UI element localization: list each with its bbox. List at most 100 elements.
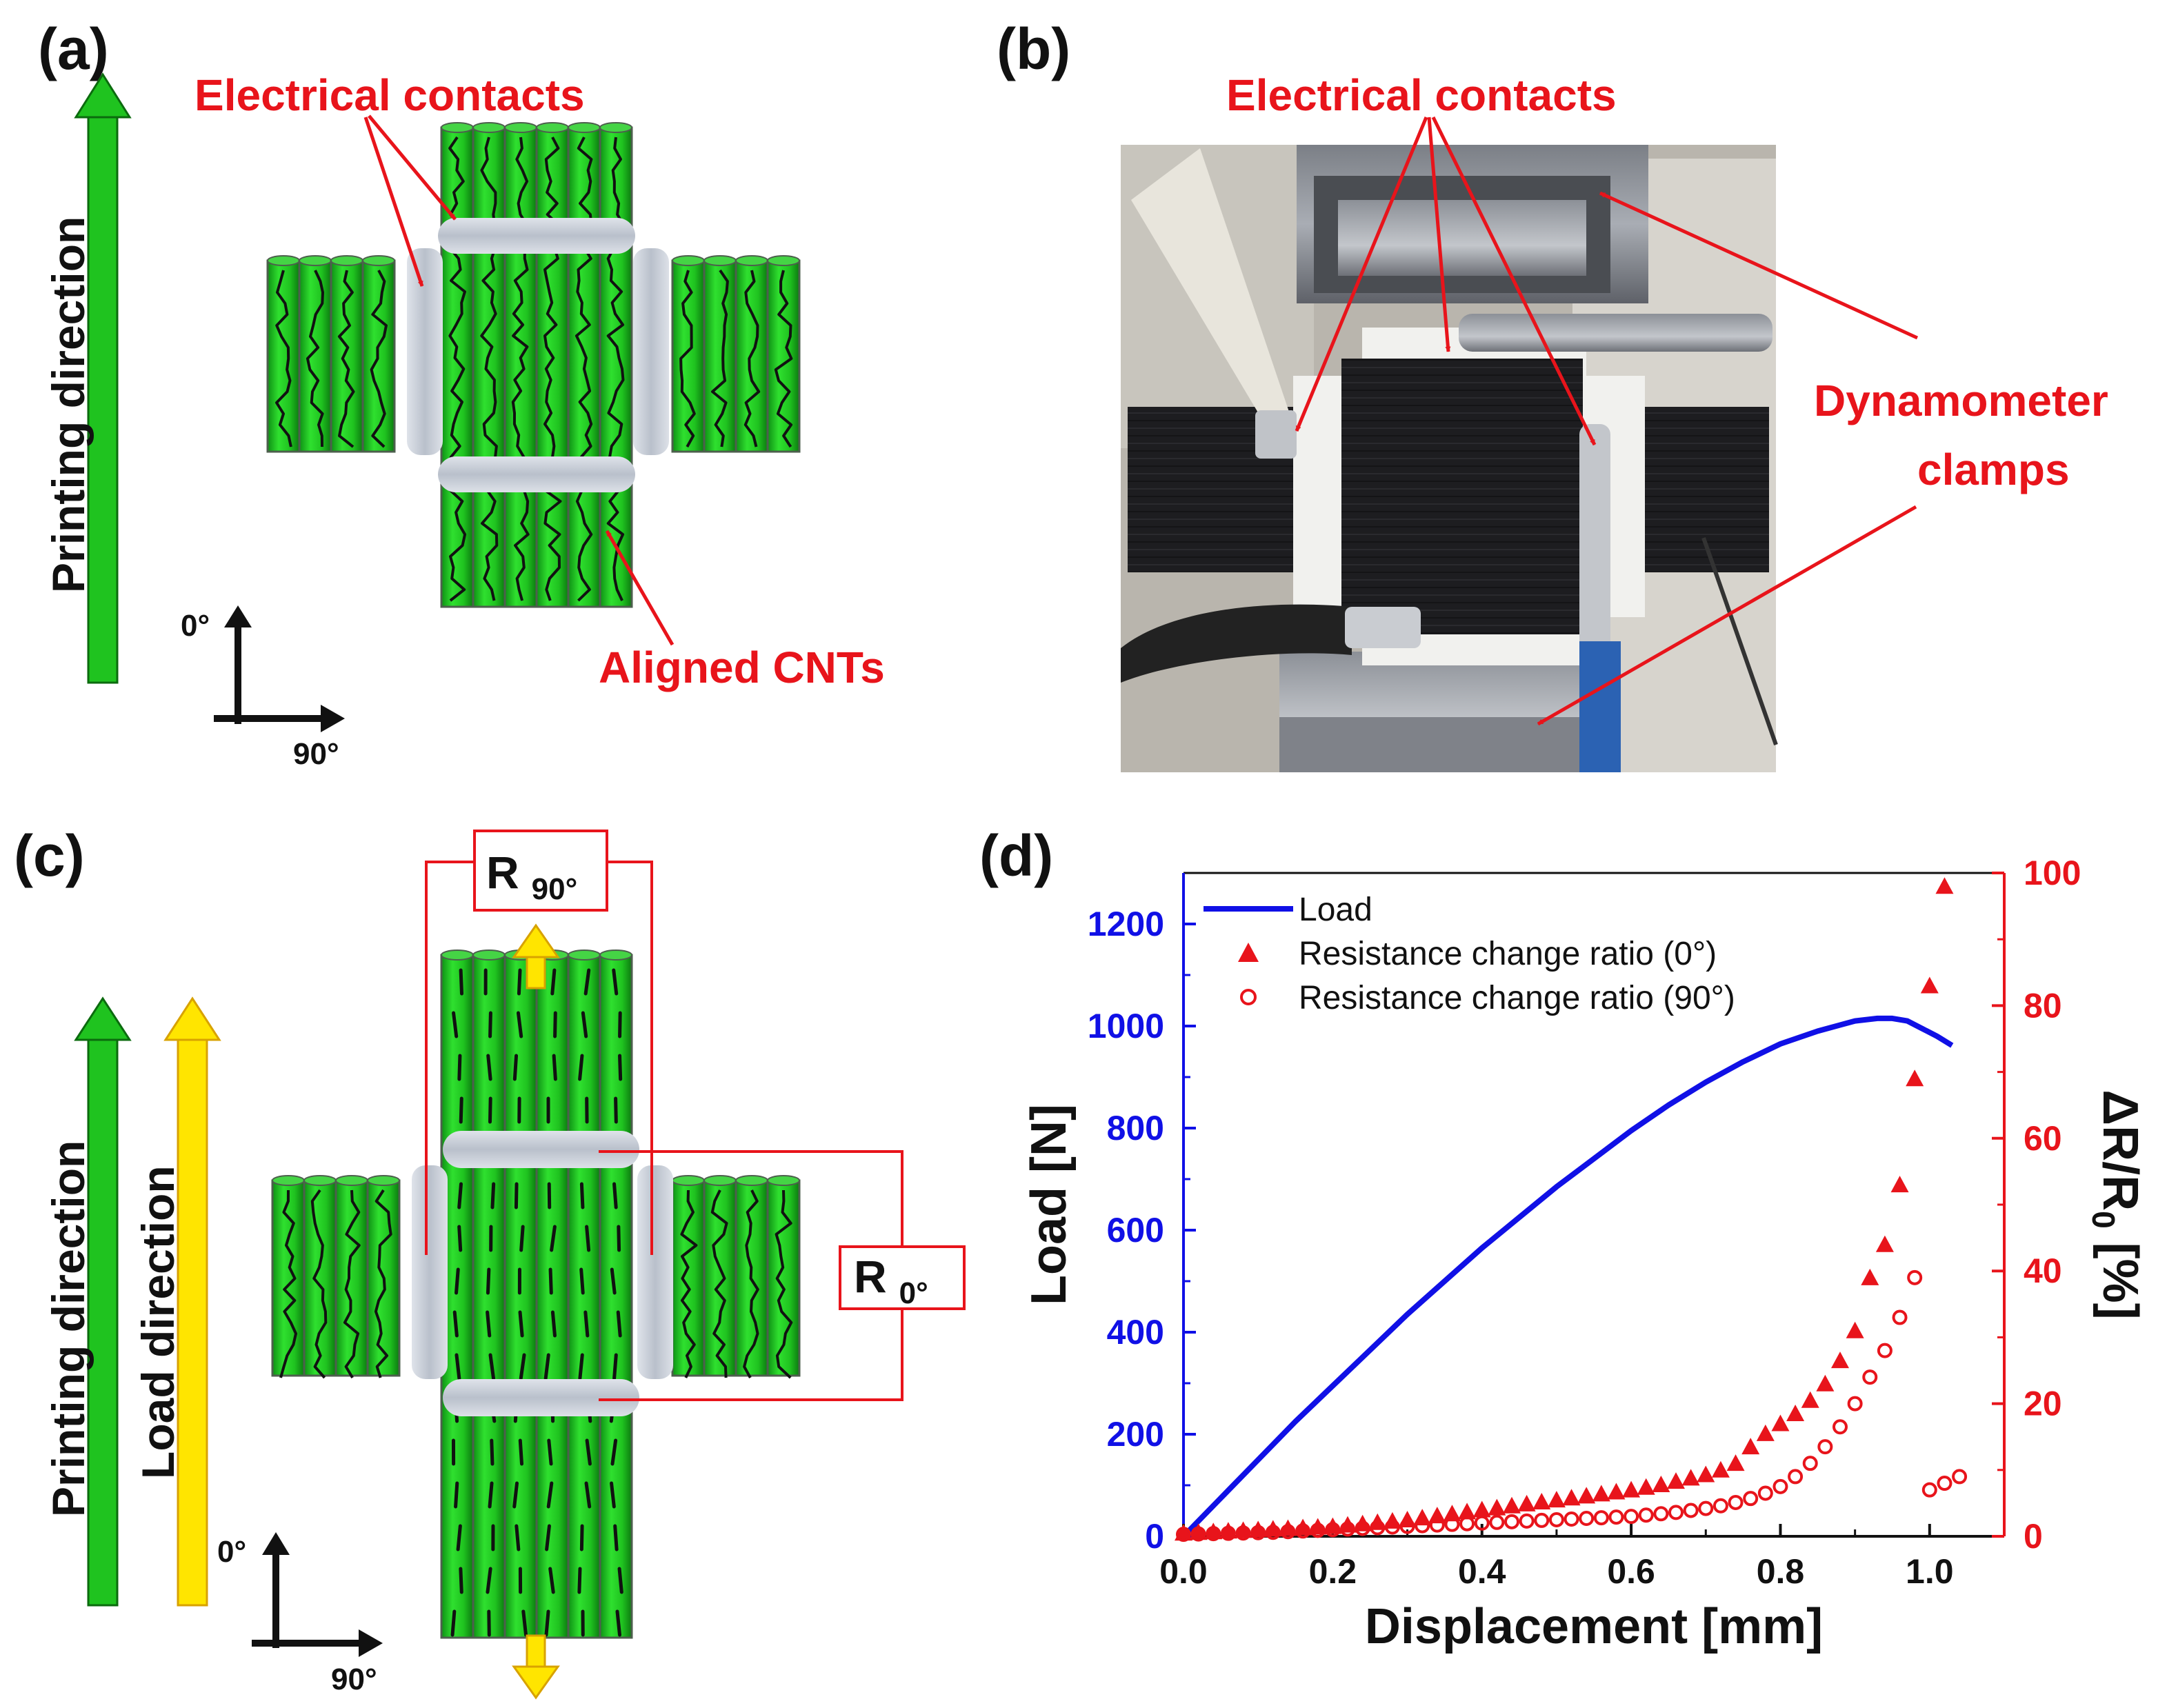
point-resistance-90deg: [1638, 1507, 1654, 1523]
panel-d-label: (d): [979, 823, 1053, 888]
broken-cnt: [615, 1609, 622, 1637]
broken-cnt: [452, 1310, 459, 1338]
broken-cnt: [488, 1481, 494, 1509]
broken-cnt: [455, 1353, 461, 1380]
broken-cnt: [578, 1054, 584, 1081]
point-resistance-90deg: [1384, 1519, 1400, 1535]
point-resistance-90deg: [1489, 1514, 1505, 1530]
point-resistance-0deg: [1562, 1489, 1581, 1506]
y-left-tick-label: 200: [1107, 1415, 1164, 1454]
aligned-cnt: [306, 270, 324, 448]
point-resistance-90deg: [1399, 1518, 1415, 1534]
orientation-axes-c: [252, 1532, 383, 1657]
point-resistance-0deg: [1264, 1520, 1282, 1537]
point-resistance-0deg: [1488, 1498, 1506, 1516]
broken-cnt: [550, 968, 557, 996]
cnt-strand-cap: [703, 1175, 737, 1186]
aligned-cnt: [480, 137, 499, 601]
broken-cnt: [457, 1182, 463, 1209]
cnt-strand: [266, 259, 301, 453]
broken-cnt: [518, 1438, 524, 1466]
series-load-line: [1181, 1015, 1954, 1538]
aligned-cnt: [370, 270, 388, 448]
cnt-strand: [472, 126, 506, 608]
cnt-cross-specimen-loaded: [271, 950, 801, 1639]
point-resistance-90deg: [1788, 1469, 1804, 1485]
panel-a: (a) Printing direction Electrical contac…: [38, 17, 885, 771]
broken-cnt: [517, 968, 522, 996]
cnt-strand: [330, 259, 364, 453]
aligned-cnt: [337, 270, 355, 448]
broken-cnt: [610, 1267, 617, 1295]
axis-90-label-a: 90°: [293, 737, 339, 771]
electrical-contact-bottom: [438, 456, 635, 492]
r90-circuit: [425, 830, 653, 1255]
broken-cnt: [518, 1310, 524, 1338]
point-resistance-90deg: [1743, 1491, 1759, 1507]
cnt-strand-cap: [536, 122, 569, 133]
cnt-strand-cap: [504, 122, 537, 133]
cnt-strand-cap: [367, 1175, 400, 1186]
legend-label: Resistance change ratio (90°): [1299, 980, 1735, 1016]
point-resistance-0deg: [1771, 1414, 1790, 1431]
point-resistance-0deg: [1592, 1485, 1610, 1502]
point-resistance-90deg: [1190, 1526, 1206, 1542]
broken-cnt: [457, 1054, 462, 1081]
aligned-cnt: [606, 137, 626, 601]
y-left-tick-label: 1200: [1088, 905, 1164, 943]
point-resistance-90deg: [1757, 1485, 1773, 1501]
point-resistance-90deg: [1907, 1269, 1923, 1285]
cnt-strand: [567, 954, 601, 1639]
aligned-cnt: [710, 1189, 728, 1378]
point-resistance-90deg: [1772, 1478, 1788, 1494]
cnt-strand: [298, 259, 332, 453]
point-resistance-0deg: [1577, 1487, 1596, 1504]
point-resistance-90deg: [1280, 1524, 1296, 1540]
aligned-cnt: [275, 270, 292, 448]
point-resistance-0deg: [1801, 1391, 1819, 1408]
broken-cnt: [583, 968, 591, 996]
point-resistance-90deg: [1833, 1419, 1848, 1435]
point-resistance-0deg: [1890, 1176, 1909, 1193]
cnt-strand-cap: [735, 255, 768, 266]
point-resistance-90deg: [1235, 1525, 1251, 1541]
cnt-strand-cap: [272, 1175, 305, 1186]
point-resistance-0deg: [1249, 1520, 1268, 1538]
broken-cnt: [546, 1481, 554, 1509]
x-tick-label: 1.0: [1906, 1552, 1954, 1591]
cnt-strand-cap: [267, 255, 300, 266]
cnt-strand-cap: [672, 1175, 705, 1186]
point-resistance-90deg: [1668, 1505, 1684, 1520]
point-resistance-90deg: [1937, 1476, 1953, 1491]
x-tick-label: 0.0: [1159, 1552, 1208, 1591]
aligned-cnt: [543, 137, 562, 601]
broken-cnt: [488, 1011, 492, 1038]
broken-cnt: [455, 1267, 460, 1295]
load-direction-arrow: [163, 996, 221, 1607]
point-resistance-0deg: [1637, 1478, 1655, 1495]
point-resistance-0deg: [1547, 1491, 1566, 1508]
cnt-strand-cap: [441, 122, 474, 133]
x-tick-label: 0.2: [1309, 1552, 1357, 1591]
broken-cnt: [514, 1182, 519, 1209]
electrical-contact-left-c: [412, 1165, 448, 1379]
broken-cnt: [515, 1524, 521, 1551]
cnt-strand-cap: [303, 1175, 337, 1186]
cnt-strand-cap: [441, 950, 474, 961]
point-resistance-0deg: [1517, 1494, 1536, 1511]
broken-cnt: [552, 1054, 557, 1081]
aligned-cnt: [679, 270, 696, 448]
cnt-strand: [271, 1179, 306, 1377]
y-left-tick-label: 400: [1107, 1313, 1164, 1352]
r0-circuit: [599, 1150, 966, 1401]
broken-cnt: [618, 1011, 622, 1038]
axis-0-label-a: 0°: [181, 609, 210, 643]
legend-label: Load: [1299, 892, 1372, 928]
broken-cnt: [618, 1054, 623, 1081]
legend-swatch-0deg: [1238, 943, 1259, 962]
point-resistance-0deg: [1324, 1517, 1342, 1534]
point-resistance-0deg: [1756, 1424, 1775, 1441]
broken-cnt: [521, 1609, 528, 1637]
electrical-contact-top: [438, 218, 635, 254]
broken-cnt: [516, 1011, 523, 1038]
